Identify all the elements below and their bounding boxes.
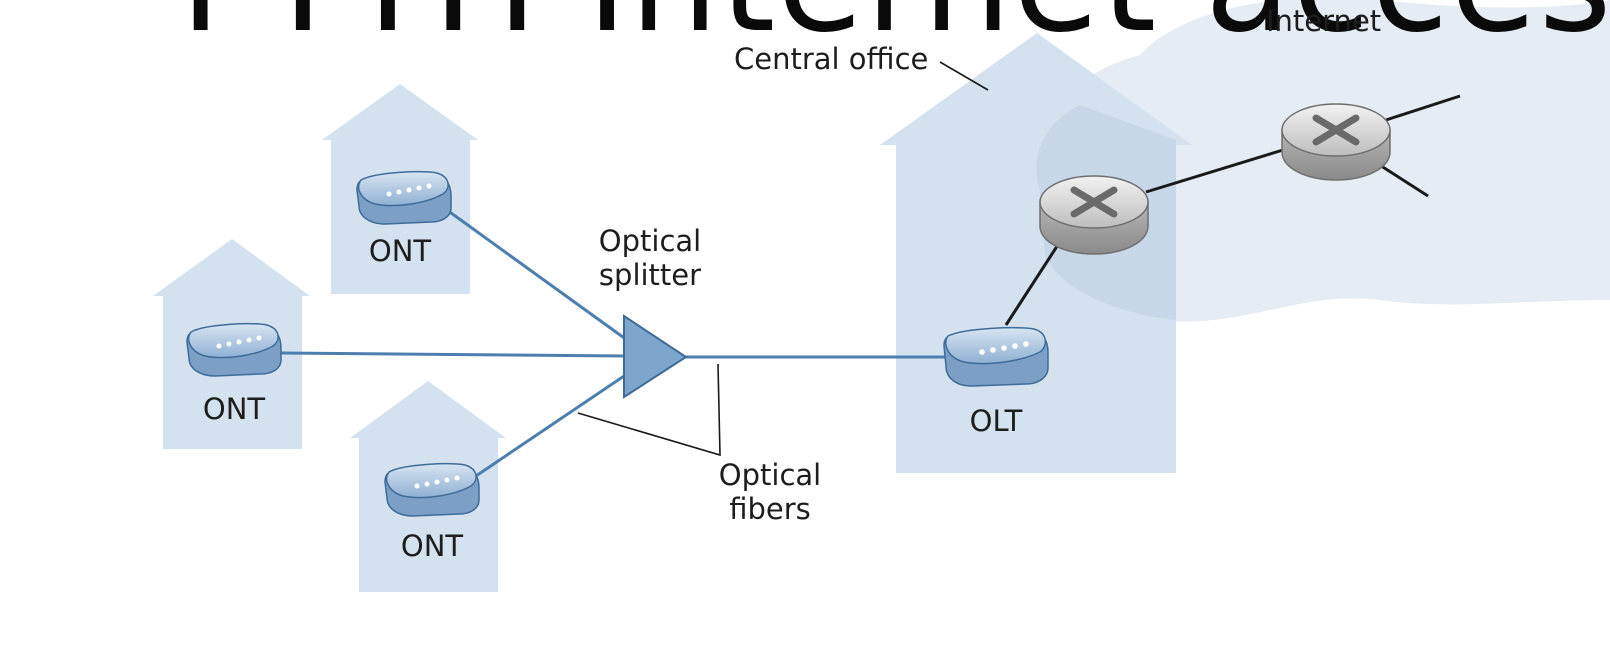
fibers-callout-line xyxy=(577,363,721,457)
wire-router-down xyxy=(1374,160,1429,198)
router-icon-office xyxy=(1039,175,1149,255)
optical-splitter-shape xyxy=(623,314,688,399)
ont-device-bottom xyxy=(384,462,480,517)
ont-device-top xyxy=(356,170,452,225)
central-office-label: Central office xyxy=(734,42,929,76)
olt-device xyxy=(943,326,1049,387)
fiber-bottom xyxy=(469,372,628,482)
optical-fibers-label: Optical fibers xyxy=(718,458,822,526)
olt-label: OLT xyxy=(969,404,1023,438)
ont-label-top: ONT xyxy=(368,234,432,268)
fiber-top xyxy=(439,203,628,342)
ont-label-left: ONT xyxy=(202,392,266,426)
wire-router-up xyxy=(1385,94,1461,122)
ont-label-bottom: ONT xyxy=(400,529,464,563)
central-office-callout-line xyxy=(939,61,989,91)
wire-olt-router xyxy=(1004,236,1065,326)
ont-device-left xyxy=(186,322,282,377)
wire-router-router xyxy=(1145,148,1284,194)
fiber-left xyxy=(279,351,628,358)
optical-splitter-label: Optical splitter xyxy=(598,224,702,292)
page-title: FTTH Internet access xyxy=(180,0,1610,58)
internet-label: Internet xyxy=(1266,4,1382,38)
router-icon-internet xyxy=(1281,103,1391,181)
